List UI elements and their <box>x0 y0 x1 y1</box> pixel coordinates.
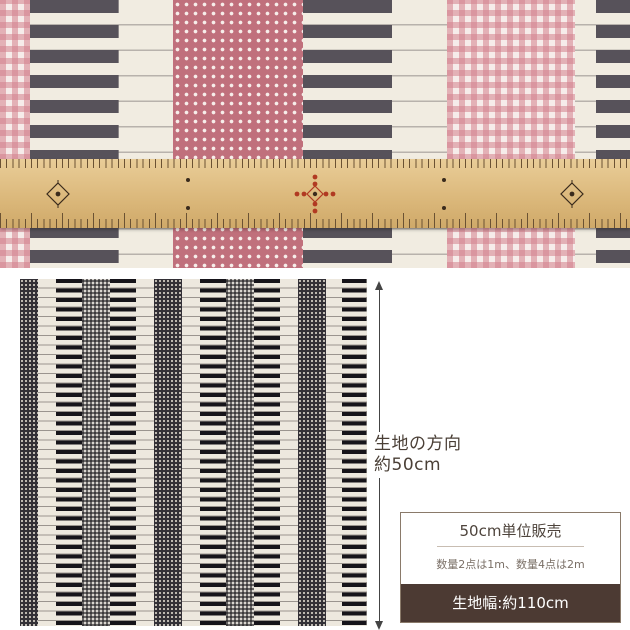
ruler-dot <box>442 206 446 210</box>
gingham-stripe <box>226 279 254 626</box>
piano-keys-stripe <box>326 279 367 626</box>
sales-unit-title: 50cm単位販売 <box>459 522 562 540</box>
dot-stripe <box>20 279 38 626</box>
arrow-up-icon <box>375 281 383 290</box>
piano-keys-stripe <box>110 279 154 626</box>
ruler-ticks <box>0 219 630 228</box>
fabric-width-bar: 生地幅:約110cm <box>401 584 620 622</box>
quantity-note: 数量2点は1m、数量4点は2m <box>436 558 585 571</box>
full-fabric-photo <box>20 279 367 626</box>
sales-info-box: 50cm単位販売 数量2点は1m、数量4点は2m 生地幅:約110cm <box>400 512 621 623</box>
gingham-stripe <box>82 279 110 626</box>
ruler-center-mark-icon <box>294 174 336 214</box>
ruler-dot <box>186 178 190 182</box>
dot-stripe <box>154 279 182 626</box>
fabric-direction-label: 生地の方向 約50cm <box>372 432 464 478</box>
ruler-ticks <box>0 159 630 168</box>
ruler-diamond-mark-icon <box>560 180 584 208</box>
direction-length: 約50cm <box>374 455 442 475</box>
fabric-closeup-photo <box>0 0 630 268</box>
ruler-dot <box>186 206 190 210</box>
ruler-dot <box>442 178 446 182</box>
direction-text: 生地の方向 <box>374 434 462 454</box>
arrow-down-icon <box>375 621 383 630</box>
dot-stripe <box>298 279 326 626</box>
divider <box>437 546 584 547</box>
measuring-ruler <box>0 159 630 228</box>
piano-keys-stripe <box>254 279 298 626</box>
piano-keys-stripe <box>38 279 82 626</box>
ruler-diamond-mark-icon <box>46 180 70 208</box>
piano-keys-stripe <box>182 279 226 626</box>
